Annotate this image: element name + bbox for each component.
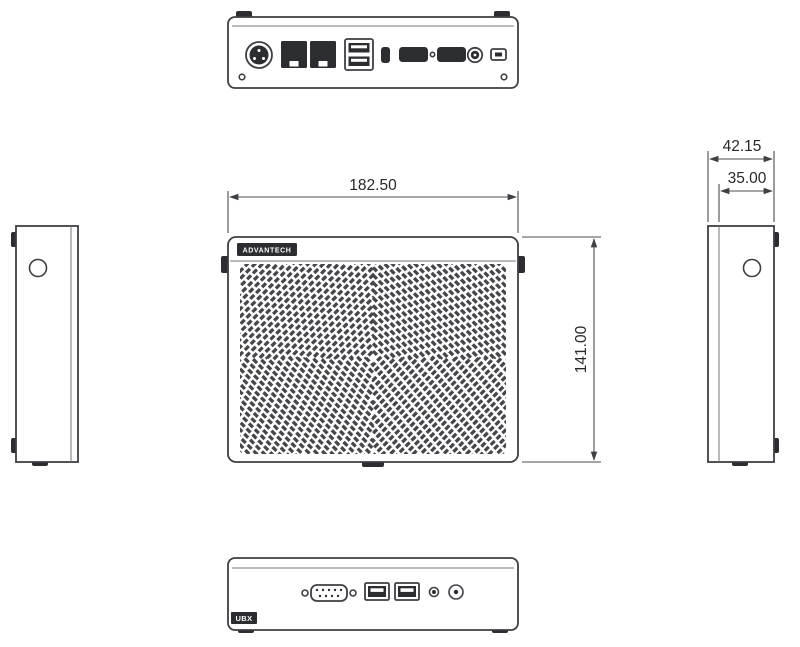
model-label: UBX [231,612,257,624]
vent-slot-ring [325,310,421,406]
dimension-depth-outer-text: 42.15 [723,138,762,155]
vent-slot-ring [310,295,436,421]
hdmi-icon [437,47,466,62]
vent-slot-ring [240,264,506,454]
dimension-height-text: 141.00 [573,325,590,373]
power-button-icon [448,584,464,600]
vent-slot-ring [340,325,406,391]
vent-slot-ring [272,264,474,454]
right-side-view [707,225,779,466]
vent-slot-ring [240,264,506,454]
screw-icon [429,51,436,58]
db9-pins [315,588,343,598]
vent-slot-ring [280,265,466,451]
screw-icon [238,73,246,81]
dc-power-din-icon [245,41,273,69]
usb-dual-stack-icon [344,38,374,71]
vent-slot-ring [242,264,504,454]
thumbscrew-hole-icon [28,258,48,278]
vent-slot-ring [287,272,459,444]
vent-slot-ring [356,341,390,375]
vent-slot-ring [240,264,506,454]
dimension-width: 182.50 [227,177,519,233]
brand-logo-text: ADVANTECH [243,248,292,255]
vent-slot-ring [363,348,383,368]
audio-jack-icon [428,586,440,598]
vent-slot-ring [333,318,413,398]
usb-port-icon [364,582,390,601]
kensington-lock-icon [490,48,507,61]
dimension-depth-inner: 35.00 [718,170,773,222]
audio-jack-icon [466,46,484,64]
screw-icon [500,73,508,81]
vent-grille-pattern [240,264,506,454]
top-view-rear-panel [227,11,519,89]
brand-logo [237,243,297,256]
vent-slot-ring [240,264,506,454]
vent-slot-ring [257,264,489,454]
usb-c-icon [381,47,390,63]
mount-ear-icon [517,256,525,273]
side-outline [15,225,79,463]
side-outline [707,225,775,463]
lan-port-icon [310,41,336,68]
vent-slot-ring [240,264,506,454]
hdmi-icon [399,47,428,62]
vent-slot-ring [264,264,482,454]
usb-port-icon [394,582,420,601]
lan-port-icon [281,41,307,68]
thumbscrew-hole-icon [742,258,762,278]
db9-serial-icon [301,584,357,602]
front-view: ADVANTECH [221,236,525,467]
dimension-height: 141.00 [522,236,601,463]
dimension-depth-outer: 42.15 [707,138,775,222]
bottom-view-front-panel: UBX [227,557,519,633]
vent-slot-ring [240,264,506,454]
model-label-text: UBX [235,614,252,623]
vent-slot-ring [348,333,398,383]
dimension-width-text: 182.50 [349,177,397,194]
vent-slot-ring [295,280,451,436]
left-side-view [11,225,79,466]
vent-slot-ring [302,287,444,429]
mount-ear-icon [221,256,229,273]
vent-slot-ring [240,264,506,454]
dimension-depth-inner-text: 35.00 [728,170,767,187]
vent-slot-ring [240,264,506,454]
